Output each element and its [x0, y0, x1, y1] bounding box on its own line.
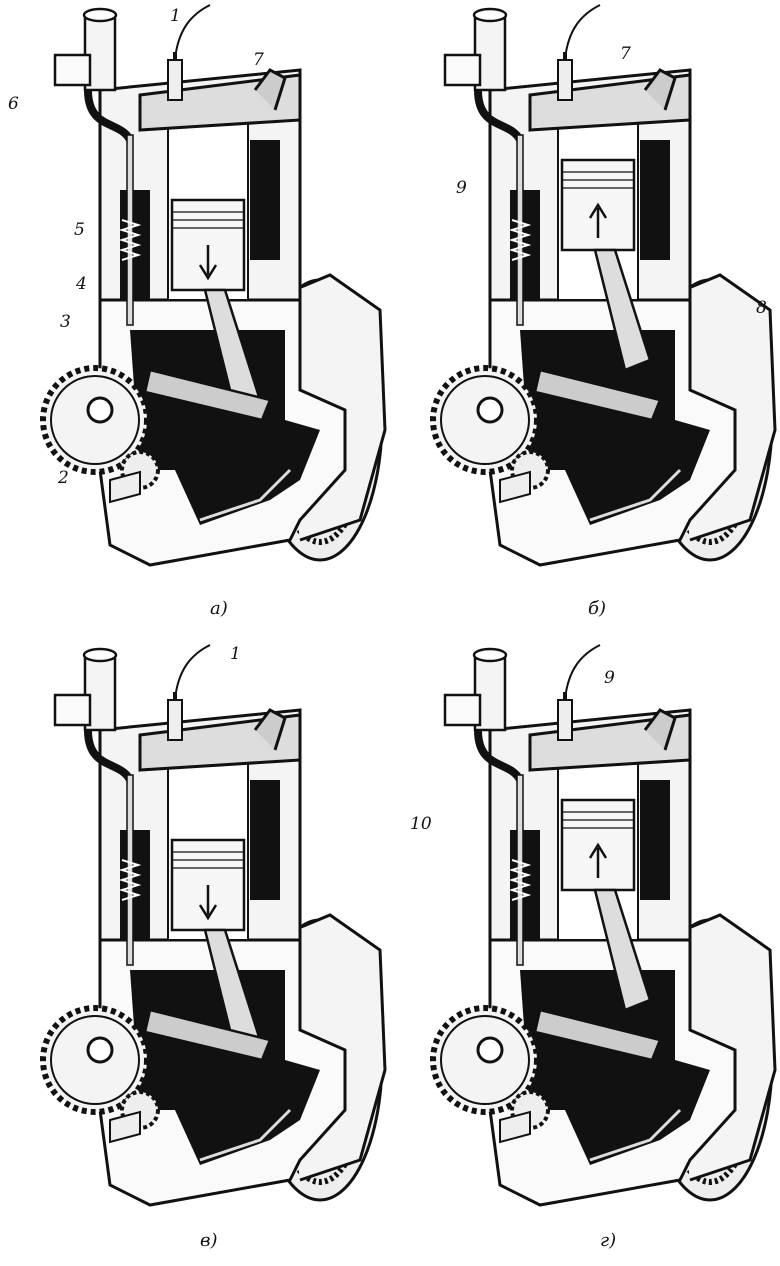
label-9: 9: [456, 178, 467, 198]
label-6: 6: [8, 94, 19, 114]
piston-assembly: [170, 198, 262, 412]
piston-assembly: [560, 158, 652, 372]
carburetor: [53, 647, 134, 783]
timing-gear: [430, 1005, 540, 1115]
caption-c: в): [200, 1230, 218, 1251]
caption-d: г): [600, 1230, 617, 1251]
spark-plug: [557, 4, 601, 101]
label-1: 1: [170, 6, 181, 26]
label-7: 7: [253, 50, 264, 70]
timing-gear: [40, 365, 150, 475]
engine-cutaway-drawing: [40, 644, 387, 1207]
crankshaft: [533, 1008, 662, 1062]
panel-d: 9 10 г): [390, 640, 780, 1266]
label-4: 4: [76, 274, 87, 294]
panel-c: 1 в): [0, 640, 390, 1266]
label-3: 3: [60, 312, 71, 332]
spark-plug: [167, 4, 211, 101]
piston-assembly: [170, 838, 262, 1052]
label-10: 10: [410, 814, 432, 834]
carburetor: [443, 647, 524, 783]
crankshaft: [143, 1008, 272, 1062]
connecting-rod: [593, 248, 652, 372]
engine-cutaway-drawing: [430, 4, 777, 567]
label-7: 7: [620, 44, 631, 64]
panel-b: 7 9 8 б): [390, 0, 780, 626]
timing-gear: [430, 365, 540, 475]
spark-plug: [557, 644, 601, 741]
label-1: 1: [230, 644, 241, 664]
crankshaft: [143, 368, 272, 422]
spark-plug: [167, 644, 211, 741]
label-8: 8: [756, 298, 767, 318]
connecting-rod: [593, 888, 652, 1012]
caption-a: а): [210, 598, 228, 619]
engine-cutaway-drawing: [430, 644, 777, 1207]
timing-gear: [40, 1005, 150, 1115]
panel-a: 1 7 6 5 4 3 2 а): [0, 0, 390, 626]
caption-b: б): [588, 598, 607, 619]
label-5: 5: [74, 220, 85, 240]
valve: [508, 134, 532, 326]
crankshaft: [533, 368, 662, 422]
valve: [118, 774, 142, 966]
engine-cutaway-drawing: [40, 4, 387, 567]
label-2: 2: [58, 468, 69, 488]
carburetor: [53, 7, 134, 143]
label-9: 9: [604, 668, 615, 688]
valve: [118, 134, 142, 326]
valve: [508, 774, 532, 966]
piston-assembly: [560, 798, 652, 1012]
